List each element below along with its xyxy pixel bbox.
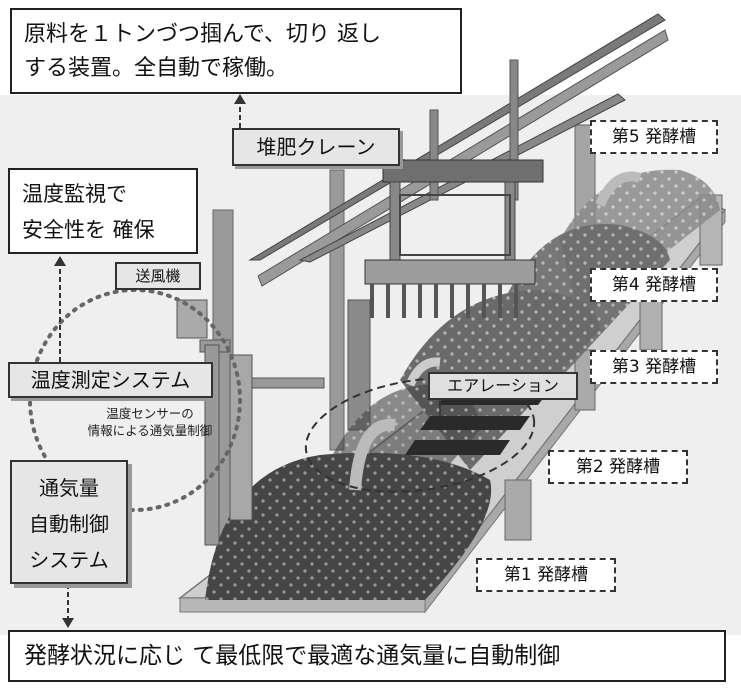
- crane-rail: [257, 29, 669, 287]
- control-loop: [28, 288, 242, 512]
- auto-control-line1: 通気量: [39, 476, 99, 500]
- tank-4-label: 第4 発酵槽: [590, 268, 718, 302]
- crane-rail: [248, 13, 666, 261]
- tank-4-text: 第4 発酵槽: [611, 275, 697, 295]
- sensor-note-line2: 情報による通気量制御: [87, 423, 213, 438]
- tank-5-label: 第5 発酵槽: [590, 120, 718, 154]
- crane-frame: [382, 159, 544, 183]
- aeration-text: エアレーション: [447, 376, 559, 395]
- tank-2-text: 第2 発酵槽: [575, 457, 661, 477]
- temp-system-label: 温度測定システム: [8, 362, 213, 398]
- auto-control-label: 通気量 自動制御 システム: [10, 460, 128, 584]
- aeration-loop: [304, 377, 536, 493]
- aeration-slot: [420, 416, 530, 430]
- crane-feature-line1: 原料を１トンづつ掴んで、切り 返し: [24, 22, 382, 47]
- tank-3-text: 第3 発酵槽: [611, 357, 697, 377]
- temp-monitor-line2: 安全性を 確保: [22, 218, 155, 242]
- crane-grab: [364, 259, 536, 285]
- temp-monitor-line1: 温度監視で: [22, 182, 127, 206]
- auto-control-line3: システム: [29, 548, 109, 572]
- pillar: [504, 479, 532, 541]
- tank-3-label: 第3 発酵槽: [590, 350, 718, 384]
- aeration-label: エアレーション: [428, 372, 578, 400]
- crane-label-text: 堆肥クレーン: [256, 135, 376, 159]
- auto-control-line2: 自動制御: [29, 512, 109, 536]
- tank-1-label: 第1 発酵槽: [476, 558, 616, 592]
- bottom-caption: 発酵状況に応じ て最低限で最適な通気量に自動制御: [8, 630, 726, 682]
- tank-2-label: 第2 発酵槽: [548, 450, 688, 484]
- crane-feature-callout: 原料を１トンづつ掴んで、切り 返し する装置。全自動で稼働。: [10, 8, 462, 94]
- sensor-note-line1: 温度センサーの: [106, 406, 194, 421]
- blower-label: 送風機: [115, 262, 201, 290]
- blower-unit: [176, 299, 208, 339]
- bottom-caption-text: 発酵状況に応じ て最低限で最適な通気量に自動制御: [24, 643, 561, 669]
- tank-1-text: 第1 発酵槽: [503, 565, 589, 585]
- temp-monitor-callout: 温度監視で 安全性を 確保: [8, 168, 198, 254]
- blower-label-text: 送風機: [135, 267, 181, 285]
- sensor-note: 温度センサーの 情報による通気量制御: [80, 405, 220, 439]
- crane-tines: [370, 284, 518, 318]
- crane-feature-line2: する装置。全自動で稼働。: [24, 56, 289, 81]
- tank-5-text: 第5 発酵槽: [611, 127, 697, 147]
- aeration-slot: [405, 440, 510, 455]
- temp-system-text: 温度測定システム: [30, 368, 191, 392]
- crane-label: 堆肥クレーン: [232, 128, 400, 166]
- turn-arrow: [349, 418, 396, 491]
